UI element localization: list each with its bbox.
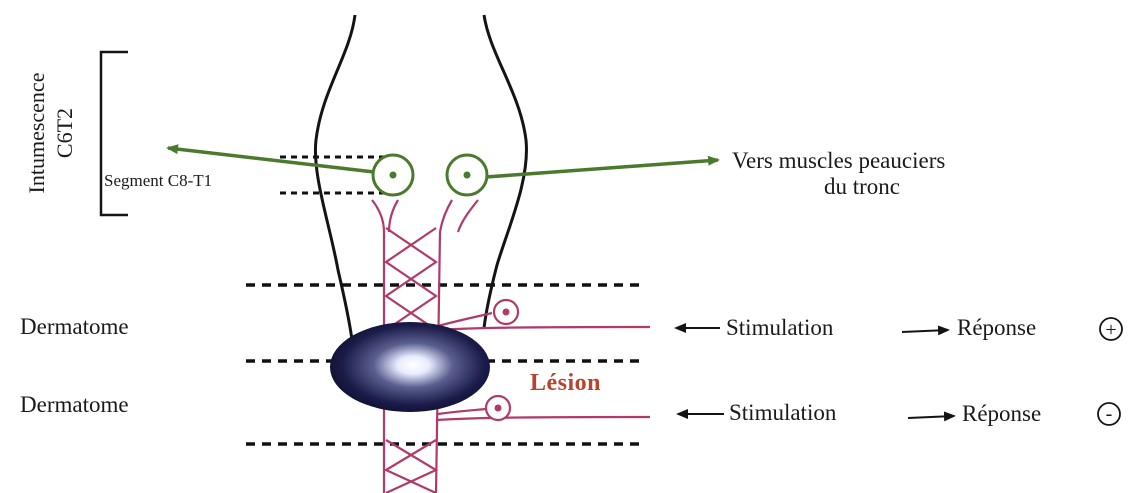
- ganglion-cell-icon: [486, 396, 510, 420]
- target-muscles-label-line2: du tronc: [824, 174, 900, 199]
- response-positive-sign: +: [1105, 319, 1116, 341]
- spinal-cord-left-edge: [315, 15, 355, 340]
- intumescence-segments-label: C6T2: [52, 108, 77, 158]
- dermatome-label-bottom: Dermatome: [20, 392, 129, 417]
- ganglion-cell-icon: [494, 300, 518, 324]
- arrow-icon: [908, 416, 954, 418]
- segment-label: Segment C8-T1: [104, 171, 212, 190]
- lesion-blob: [330, 322, 490, 412]
- neuron-cell-icon: [373, 155, 413, 195]
- intumescence-bracket: [101, 52, 128, 215]
- response-label-top: Réponse: [957, 315, 1036, 340]
- arrow-icon: [902, 330, 948, 332]
- neuron-cell-icon: [447, 155, 487, 195]
- response-negative-sign: -: [1106, 403, 1113, 425]
- stimulation-label-top: Stimulation: [726, 315, 834, 340]
- target-muscles-label-line1: Vers muscles peauciers: [732, 148, 945, 173]
- arrow-icon: [168, 148, 374, 172]
- intumescence-label: Intumescence: [24, 73, 49, 194]
- spinal-cord-right-edge: [484, 15, 526, 328]
- lesion-label: Lésion: [530, 370, 601, 396]
- arrow-icon: [486, 160, 718, 177]
- response-label-bottom: Réponse: [962, 401, 1041, 426]
- dermatome-label-top: Dermatome: [20, 314, 129, 339]
- stimulation-label-bottom: Stimulation: [729, 400, 837, 425]
